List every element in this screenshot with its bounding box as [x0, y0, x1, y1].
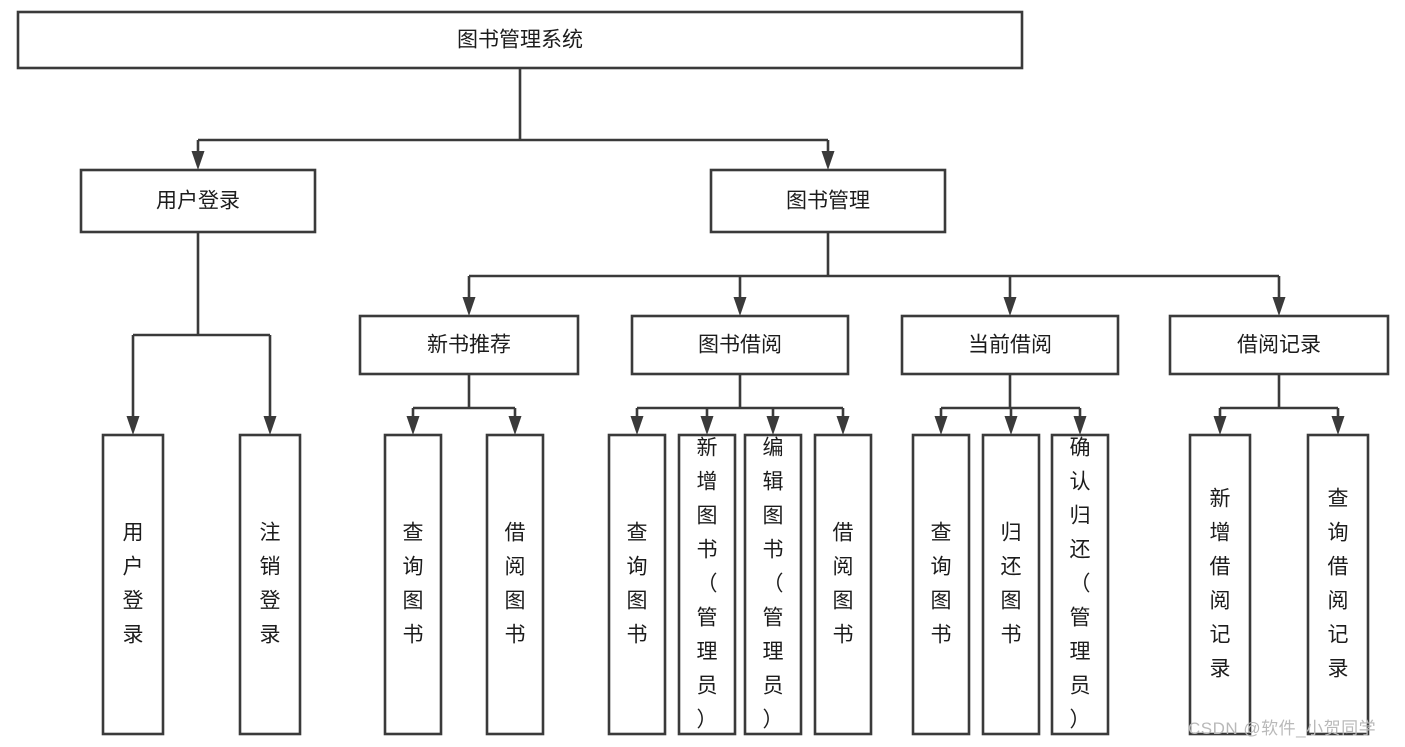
arrowhead-borrow-record [1272, 297, 1286, 316]
node-box-new-book-recommend[interactable] [358, 314, 580, 376]
node-box-leaf-logout-login[interactable] [238, 433, 302, 736]
node-label-borrow-record: 借阅记录 [1237, 334, 1321, 357]
node-book-manage[interactable]: 图书管理 [709, 168, 947, 234]
node-label-root: 图书管理系统 [457, 29, 583, 52]
node-box-book-manage[interactable] [709, 168, 947, 234]
node-leaf-add-book-admin[interactable]: 新增图书（管理员） [677, 433, 737, 736]
arrowhead-leaf-confirm-return-admin [1073, 416, 1087, 435]
arrowhead-leaf-query-borrow-record [1331, 416, 1345, 435]
node-label-leaf-query-book-borrow: 查询图书 [627, 522, 648, 647]
node-box-leaf-query-book-rec[interactable] [383, 433, 443, 736]
node-box-leaf-borrow-book-rec[interactable] [485, 433, 545, 736]
node-box-leaf-query-book-current[interactable] [911, 433, 971, 736]
arrowhead-leaf-query-book-rec [406, 416, 420, 435]
arrowhead-leaf-add-book-admin [700, 416, 714, 435]
node-box-leaf-user-login[interactable] [101, 433, 165, 736]
arrowhead-leaf-user-login [126, 416, 140, 435]
node-box-leaf-confirm-return-admin[interactable] [1050, 433, 1110, 736]
node-box-leaf-add-book-admin[interactable] [677, 433, 737, 736]
arrowhead-new-book-recommend [462, 297, 476, 316]
node-leaf-user-login[interactable]: 用户登录 [101, 433, 165, 736]
node-label-leaf-query-borrow-record: 查询借阅记录 [1328, 488, 1349, 681]
node-label-leaf-logout-login: 注销登录 [260, 522, 281, 647]
node-user-login[interactable]: 用户登录 [79, 168, 317, 234]
node-borrow-record[interactable]: 借阅记录 [1168, 314, 1390, 376]
node-root[interactable]: 图书管理系统 [16, 10, 1024, 70]
arrowhead-leaf-edit-book-admin [766, 416, 780, 435]
node-leaf-query-book-borrow[interactable]: 查询图书 [607, 433, 667, 736]
node-leaf-borrow-book-borrow[interactable]: 借阅图书 [813, 433, 873, 736]
node-leaf-logout-login[interactable]: 注销登录 [238, 433, 302, 736]
node-box-leaf-add-borrow-record[interactable] [1188, 433, 1252, 736]
arrowhead-book-manage [821, 151, 835, 170]
arrowhead-current-borrow [1003, 297, 1017, 316]
node-leaf-query-borrow-record[interactable]: 查询借阅记录 [1306, 433, 1370, 736]
arrowhead-leaf-borrow-book-rec [508, 416, 522, 435]
connector-edges-layer [126, 68, 1345, 435]
node-box-leaf-borrow-book-borrow[interactable] [813, 433, 873, 736]
node-box-current-borrow[interactable] [900, 314, 1120, 376]
node-label-leaf-return-book: 归还图书 [1001, 522, 1022, 647]
node-current-borrow[interactable]: 当前借阅 [900, 314, 1120, 376]
node-box-borrow-record[interactable] [1168, 314, 1390, 376]
node-leaf-borrow-book-rec[interactable]: 借阅图书 [485, 433, 545, 736]
node-book-borrow[interactable]: 图书借阅 [630, 314, 850, 376]
arrowhead-leaf-logout-login [263, 416, 277, 435]
node-label-leaf-borrow-book-rec: 借阅图书 [505, 522, 526, 647]
node-leaf-confirm-return-admin[interactable]: 确认归还（管理员） [1050, 433, 1110, 736]
node-leaf-query-book-current[interactable]: 查询图书 [911, 433, 971, 736]
node-leaf-query-book-rec[interactable]: 查询图书 [383, 433, 443, 736]
node-label-book-manage: 图书管理 [786, 190, 870, 213]
node-box-root[interactable] [16, 10, 1024, 70]
node-box-leaf-query-book-borrow[interactable] [607, 433, 667, 736]
node-leaf-return-book[interactable]: 归还图书 [981, 433, 1041, 736]
node-label-leaf-query-book-rec: 查询图书 [403, 522, 424, 647]
node-label-new-book-recommend: 新书推荐 [427, 334, 511, 357]
arrowhead-book-borrow [733, 297, 747, 316]
node-label-leaf-edit-book-admin: 编辑图书（管理员） [763, 437, 784, 732]
node-label-leaf-add-borrow-record: 新增借阅记录 [1210, 488, 1231, 681]
arrowhead-leaf-query-book-current [934, 416, 948, 435]
node-label-current-borrow: 当前借阅 [968, 334, 1052, 357]
arrowhead-leaf-borrow-book-borrow [836, 416, 850, 435]
node-new-book-recommend[interactable]: 新书推荐 [358, 314, 580, 376]
arrowhead-leaf-query-book-borrow [630, 416, 644, 435]
node-box-user-login[interactable] [79, 168, 317, 234]
node-box-leaf-return-book[interactable] [981, 433, 1041, 736]
arrowhead-leaf-add-borrow-record [1213, 416, 1227, 435]
arrowhead-user-login [191, 151, 205, 170]
node-label-leaf-confirm-return-admin: 确认归还（管理员） [1070, 437, 1091, 732]
node-label-leaf-user-login: 用户登录 [123, 522, 144, 647]
node-label-user-login: 用户登录 [156, 190, 240, 213]
node-label-leaf-borrow-book-borrow: 借阅图书 [833, 522, 854, 647]
node-label-leaf-query-book-current: 查询图书 [931, 522, 952, 647]
node-box-book-borrow[interactable] [630, 314, 850, 376]
arrowhead-leaf-return-book [1004, 416, 1018, 435]
node-leaf-add-borrow-record[interactable]: 新增借阅记录 [1188, 433, 1252, 736]
node-box-leaf-query-borrow-record[interactable] [1306, 433, 1370, 736]
node-label-leaf-add-book-admin: 新增图书（管理员） [697, 437, 718, 732]
node-leaf-edit-book-admin[interactable]: 编辑图书（管理员） [743, 433, 803, 736]
node-boxes-layer: 图书管理系统用户登录图书管理新书推荐图书借阅当前借阅借阅记录用户登录注销登录查询… [16, 10, 1390, 736]
node-label-book-borrow: 图书借阅 [698, 334, 782, 357]
node-box-leaf-edit-book-admin[interactable] [743, 433, 803, 736]
